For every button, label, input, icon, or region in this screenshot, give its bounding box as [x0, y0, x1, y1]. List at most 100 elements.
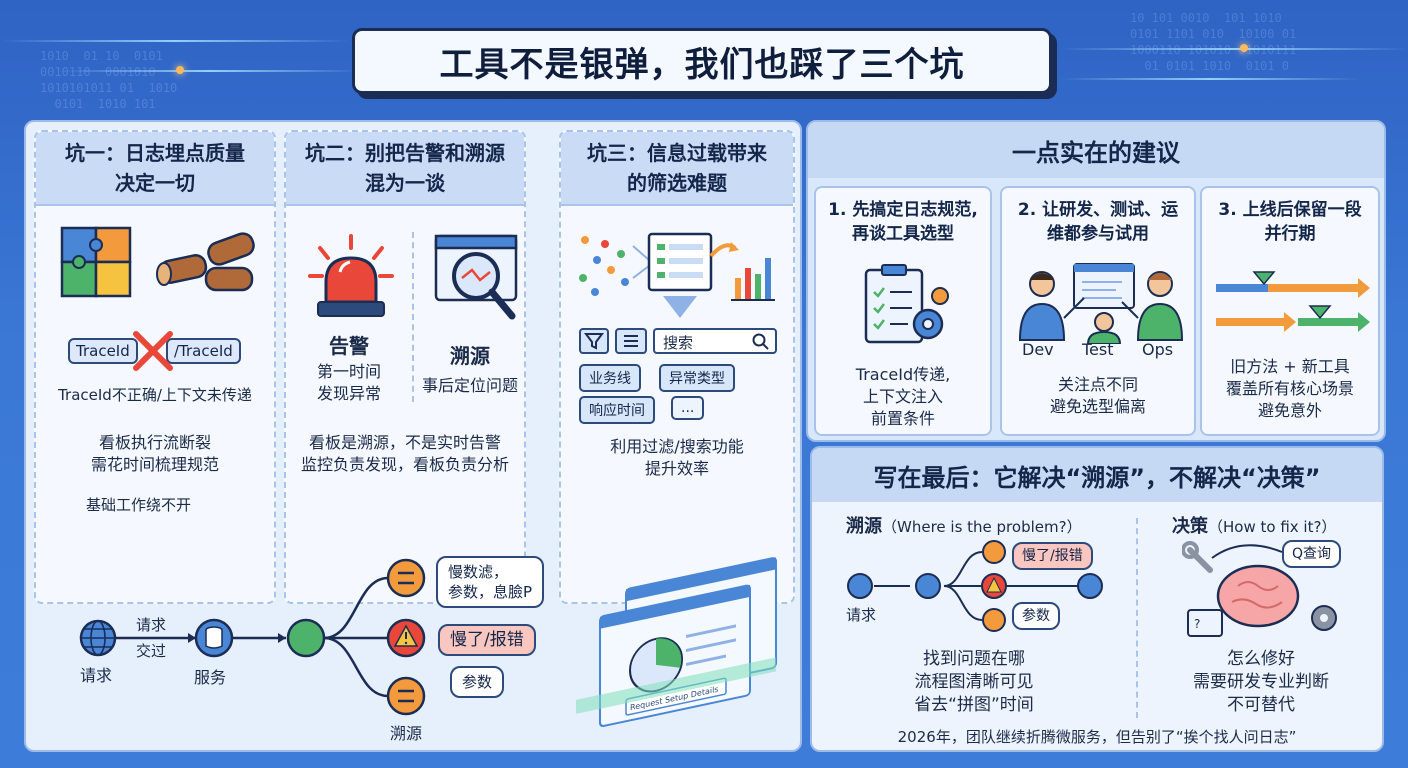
pit2-column: 坑二：别把告警和溯源 混为一谈 告警 第一时间 发现异常 溯源 事后定位问题 看…	[284, 130, 526, 604]
pit1-problem: TraceId不正确/上下文未传递	[58, 386, 252, 404]
search-input[interactable]: 搜索	[653, 328, 777, 354]
query-bubble: Q查询	[1282, 540, 1342, 568]
decide-desc: 怎么修好 需要研发专业判断 不可替代	[1136, 648, 1382, 717]
card-title-line: 3. 上线后保留一段	[1218, 200, 1362, 220]
trace-heading-word: 溯源	[846, 516, 882, 537]
trace-desc-line: 省去“拼图”时间	[914, 695, 1034, 715]
filter-icon-button[interactable]	[579, 328, 609, 354]
glow-line	[1060, 78, 1360, 80]
bubble-line: 慢数滤，	[448, 563, 509, 581]
filter-chip[interactable]: 异常类型	[659, 364, 735, 392]
pit2-desc-line1: 看板是溯源，不是实时告警	[308, 433, 501, 452]
advice-card-title: 1. 先搞定日志规范, 再谈工具选型	[816, 198, 990, 246]
card-desc-line: 旧方法 + 新工具	[1230, 357, 1350, 376]
search-placeholder: 搜索	[663, 334, 694, 352]
trace-desc-line: 流程图清晰可见	[914, 672, 1034, 692]
decide-desc-line: 需要研发专业判断	[1193, 672, 1329, 692]
flow-edge-label-1: 请求	[136, 616, 167, 634]
final-bubble-param: 参数	[1012, 602, 1060, 630]
pit3-column: 坑三：信息过载带来 的筛选难题 搜索 业	[559, 130, 795, 604]
trace-heading: 溯源（Where is the problem?）	[846, 512, 1082, 538]
alarm-line1: 第一时间	[316, 362, 381, 381]
parallel-arrows-icon	[1216, 271, 1370, 332]
pit1-footer: 基础工作绕不开	[86, 496, 192, 514]
pit1-heading: 坑一：日志埋点质量 决定一切	[36, 132, 274, 206]
filter-chip-more[interactable]: ...	[671, 396, 705, 420]
bubble-line: 参数，息臉P	[448, 583, 533, 601]
page-title: 工具不是银弹，我们也踩了三个坑	[352, 28, 1052, 94]
card-desc-line: 关注点不同	[1057, 375, 1138, 394]
trace-line1: 事后定位问题	[421, 376, 518, 395]
card-title-line: 再谈工具选型	[852, 224, 954, 244]
final-footer: 2026年，团队继续折腾微服务，但告别了“挨个找人问日志”	[897, 728, 1297, 746]
card-desc-line: TraceId传递,	[855, 365, 951, 384]
trace-title: 溯源	[450, 344, 490, 368]
glow-dot	[176, 66, 184, 74]
card-title-line: 1. 先搞定日志规范,	[828, 200, 978, 220]
final-divider	[1136, 518, 1138, 718]
pit3-title-line2: 的筛选难题	[627, 171, 727, 195]
role-test: Test	[1082, 340, 1114, 359]
glow-line	[0, 40, 350, 42]
alarm-title: 告警	[329, 334, 369, 358]
card-desc-line: 前置条件	[870, 409, 935, 428]
flow-trace-label: 溯源	[390, 724, 423, 743]
decide-heading: 决策（How to fix it?）	[1172, 512, 1336, 538]
card-desc-line: 避免选型偏离	[1049, 397, 1146, 416]
advice-card-title: 2. 让研发、测试、运 维都参与试用	[1002, 198, 1194, 246]
final-panel: 写在最后：它解决“溯源”，不解决“决策” 溯源（Where is the pro…	[810, 446, 1384, 752]
broken-log-icon	[156, 232, 255, 292]
filter-chip[interactable]: 业务线	[579, 364, 641, 392]
pit1-desc-line1: 看板执行流断裂	[98, 433, 211, 452]
decide-heading-sub: （How to fix it?）	[1208, 518, 1337, 536]
advice-card-1: 1. 先搞定日志规范, 再谈工具选型 TraceId传递, 上下文注入 前置条件	[814, 186, 992, 436]
background-code: 10 101 0010 101 1010 0101 1101 010 10100…	[1130, 11, 1297, 73]
card-desc-line: 覆盖所有核心场景	[1225, 379, 1354, 398]
checklist-gear-icon	[864, 264, 949, 344]
flow-edge-label-2: 交过	[136, 642, 167, 660]
advice-card-3: 3. 上线后保留一段 并行期 旧方法 + 新工具 覆盖所有核心场景 避免意外	[1200, 186, 1380, 436]
pit1-title-line2: 决定一切	[115, 171, 195, 195]
list-icon-button[interactable]	[615, 328, 647, 354]
final-bubble-error: 慢了/报错	[1012, 542, 1093, 570]
cross-icon	[133, 331, 173, 371]
pit3-desc-line2: 提升效率	[644, 459, 709, 478]
card-title-line: 并行期	[1264, 224, 1316, 244]
pit3-heading: 坑三：信息过载带来 的筛选难题	[561, 132, 793, 206]
traceid-tag-left: TraceId	[68, 338, 138, 364]
svg-text:?: ?	[1194, 617, 1200, 631]
pit1-title-line1: 坑一：日志埋点质量	[65, 141, 245, 165]
pit1-desc-line2: 需花时间梳理规范	[90, 455, 219, 474]
alarm-line2: 发现异常	[316, 384, 381, 403]
pit3-desc-line1: 利用过滤/搜索功能	[610, 437, 744, 456]
team-trial-icon	[1018, 263, 1184, 344]
pitfalls-panel: 坑一：日志埋点质量 决定一切 TraceId /TraceId TraceId不…	[24, 120, 802, 752]
background-code: 1010 01 10 0101 0010110 0001010 10101010…	[40, 49, 178, 111]
glow-line	[1060, 48, 1408, 50]
card-title-line: 维都参与试用	[1047, 224, 1149, 244]
request-flow-diagram	[79, 558, 426, 716]
pit2-heading: 坑二：别把告警和溯源 混为一谈	[286, 132, 524, 206]
role-ops: Ops	[1142, 340, 1174, 359]
trace-desc: 找到问题在哪 流程图清晰可见 省去“拼图”时间	[812, 648, 1136, 717]
card-desc-line: 上下文注入	[862, 387, 943, 406]
card-title-line: 2. 让研发、测试、运	[1017, 200, 1179, 220]
pit2-desc-line2: 监控负责发现，看板负责分析	[300, 455, 509, 474]
pit2-title-line2: 混为一谈	[365, 171, 445, 195]
pit2-title-line1: 坑二：别把告警和溯源	[305, 141, 505, 165]
advice-card-2: 2. 让研发、测试、运 维都参与试用 Dev Test Ops 关注点不同 避免…	[1000, 186, 1196, 436]
data-filter-icon	[579, 232, 775, 318]
pit2-divider	[412, 232, 414, 402]
pit1-column: 坑一：日志埋点质量 决定一切 TraceId /TraceId TraceId不…	[34, 130, 276, 604]
trace-desc-line: 找到问题在哪	[923, 649, 1025, 669]
filter-chip[interactable]: 响应时间	[579, 396, 655, 424]
role-dev: Dev	[1022, 340, 1054, 359]
final-title: 写在最后：它解决“溯源”，不解决“决策”	[812, 448, 1382, 502]
flow-bubble-error: 慢了/报错	[438, 624, 536, 656]
trace-heading-sub: （Where is the problem?）	[882, 518, 1082, 536]
search-icon[interactable]	[751, 332, 771, 352]
trace-flow-diagram	[847, 540, 1103, 632]
flow-bubble-param: 参数	[450, 666, 505, 698]
puzzle-icon	[60, 226, 132, 298]
list-icon	[624, 335, 638, 347]
